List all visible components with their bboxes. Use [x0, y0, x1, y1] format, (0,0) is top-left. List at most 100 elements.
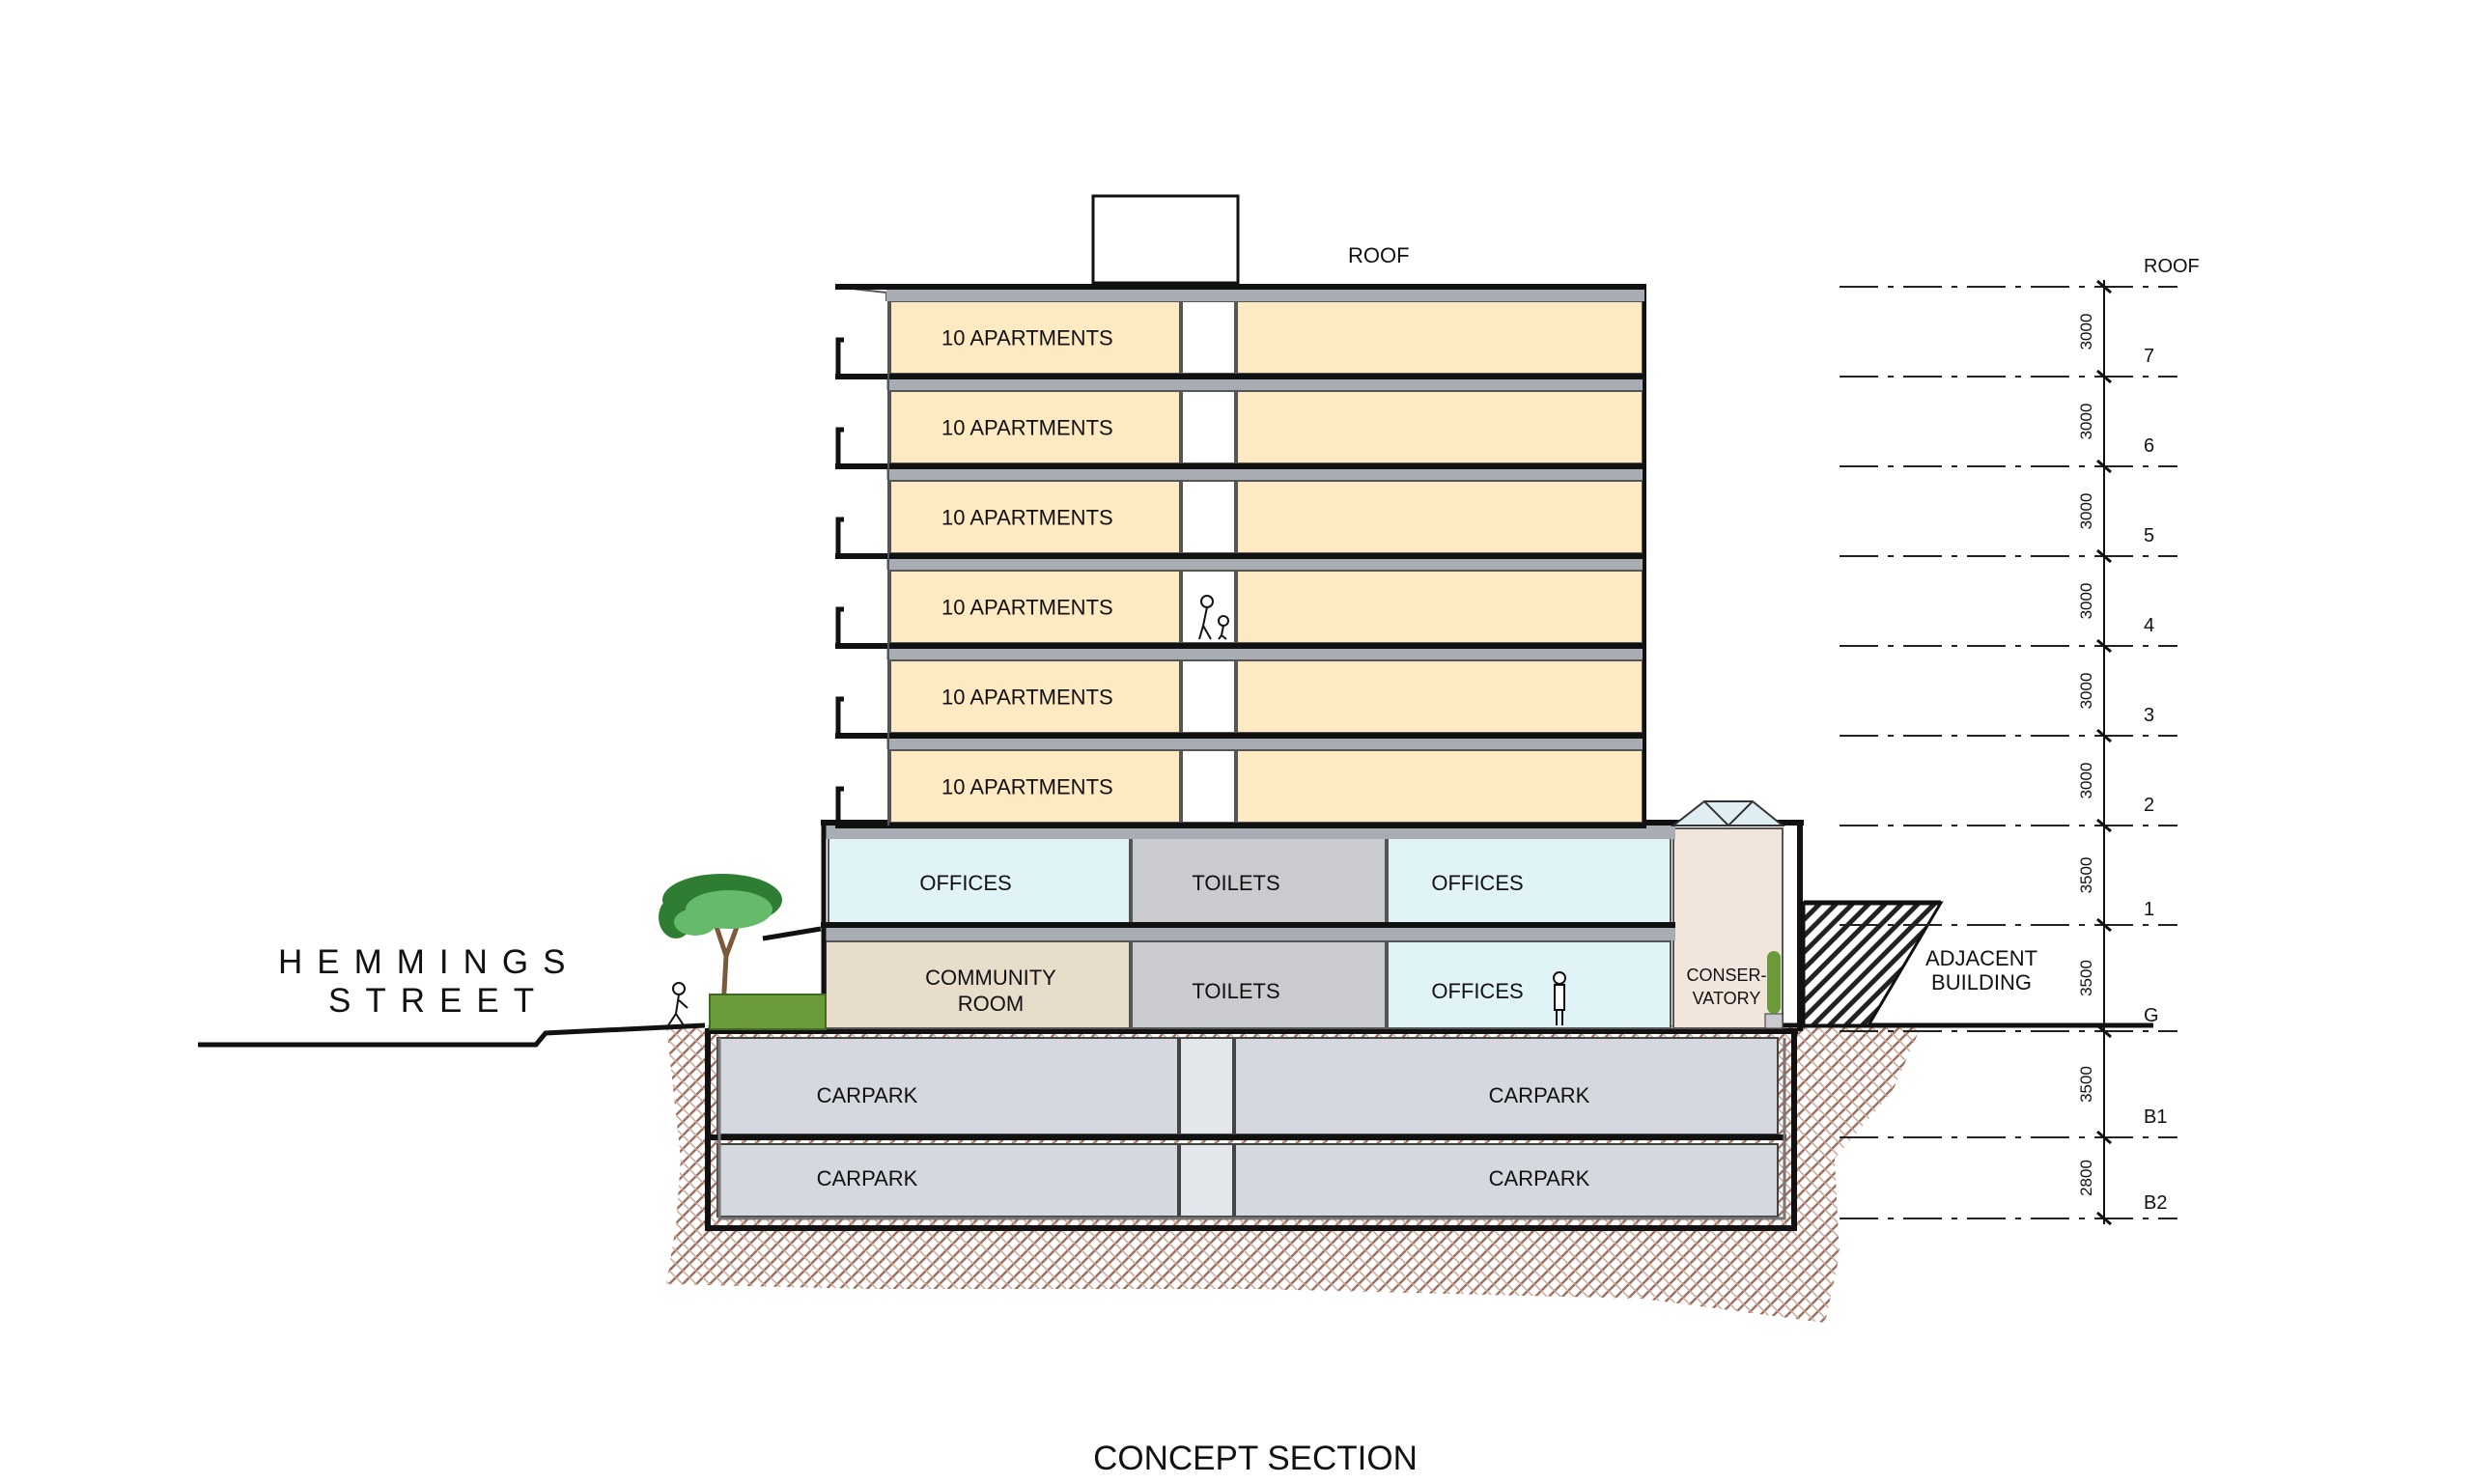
carpark-core-b2	[1179, 1143, 1234, 1218]
street-name-line1: HEMMINGS	[278, 943, 580, 981]
slab-gray	[886, 468, 1644, 480]
dimension-value: 3000	[2077, 314, 2095, 350]
apartment-unit-left	[889, 480, 1181, 554]
offices-ground	[1387, 940, 1671, 1029]
basement-wall-inner	[717, 1038, 1786, 1220]
apartment-label: 10 APARTMENTS	[941, 326, 1113, 350]
dimension-value: 3000	[2077, 673, 2095, 710]
street-tree	[659, 874, 782, 1026]
apartment-unit-left	[889, 659, 1181, 734]
conservatory-plant	[1767, 951, 1781, 1014]
office-label-g: OFFICES	[1431, 979, 1523, 1003]
apartment-unit-right	[1236, 480, 1643, 554]
apartment-unit-right	[1236, 570, 1643, 644]
carpark-b1-left	[716, 1037, 1179, 1135]
conservatory-label-line1: CONSER-	[1686, 966, 1766, 985]
adjacent-label-line1: ADJACENT	[1925, 946, 2037, 970]
apartment-unit-left	[889, 570, 1181, 644]
basement-wall	[705, 1031, 1797, 1231]
ground-line	[198, 1022, 706, 1048]
balcony-upstand	[835, 427, 844, 466]
dimension-value: 3000	[2077, 404, 2095, 440]
level-label: 7	[2144, 346, 2154, 367]
apartment-core	[1181, 659, 1236, 734]
apartment-unit-left	[889, 390, 1181, 464]
apartment-label: 10 APARTMENTS	[941, 416, 1113, 440]
slab-1-ramp	[762, 926, 822, 941]
apartment-core	[1181, 749, 1236, 824]
community-label-line2: ROOM	[958, 992, 1024, 1016]
toilets-label-g: TOILETS	[1192, 979, 1279, 1003]
slab-1-gray	[826, 925, 1675, 940]
apartment-label: 10 APARTMENTS	[941, 596, 1113, 620]
drawing-title: CONCEPT SECTION	[1093, 1440, 1418, 1477]
carpark-label-b1-right: CARPARK	[1489, 1083, 1590, 1107]
carpark-label-b1-left: CARPARK	[817, 1083, 918, 1107]
community-label-line1: COMMUNITY	[925, 966, 1056, 990]
carpark-label-b2-right: CARPARK	[1489, 1166, 1590, 1190]
office-label-1-right: OFFICES	[1431, 871, 1523, 895]
roof-plant-room	[1091, 194, 1240, 285]
level-label: 6	[2144, 435, 2154, 457]
apartment-unit-left	[889, 749, 1181, 824]
roof-label: ROOF	[1348, 243, 1410, 267]
slab-gray	[886, 738, 1644, 749]
apartment-core	[1181, 480, 1236, 554]
street-name-line2: STREET	[328, 982, 548, 1020]
conservatory-plant-pot	[1764, 1013, 1784, 1029]
level-label: 2	[2144, 795, 2154, 816]
offices-first-left	[828, 837, 1131, 926]
carpark-core-b1	[1179, 1037, 1234, 1135]
toilets-ground	[1131, 940, 1387, 1029]
apartment-unit-right	[1236, 659, 1643, 734]
dimension-value: 2800	[2077, 1160, 2095, 1196]
level-label: 1	[2144, 899, 2154, 920]
slab-gray	[886, 378, 1644, 390]
slab-gray	[886, 827, 1644, 839]
level-label: 5	[2144, 525, 2154, 546]
apartment-unit-right	[1236, 390, 1643, 464]
person-figure-office	[1553, 971, 1566, 1025]
adjacent-building	[1802, 901, 1944, 1027]
level-label: 4	[2144, 615, 2154, 636]
offices-first-right	[1387, 837, 1671, 926]
balcony-upstand	[835, 606, 844, 646]
carpark-label-b2-left: CARPARK	[817, 1166, 918, 1190]
apartment-unit-right	[1236, 749, 1643, 824]
level-label: B1	[2144, 1106, 2167, 1128]
carpark-b1-right	[1234, 1037, 1779, 1135]
office-label-1-left: OFFICES	[919, 871, 1011, 895]
conservatory-room	[1672, 827, 1784, 1029]
slab-gray	[886, 648, 1644, 659]
dimension-value: 3500	[2077, 1066, 2095, 1103]
level-label: B2	[2144, 1192, 2167, 1214]
apartment-core	[1181, 300, 1236, 375]
level-label: ROOF	[2144, 256, 2200, 277]
dimension-value: 3500	[2077, 960, 2095, 996]
level-datums: ROOF7654321GB1B2300030003000300030003000…	[1840, 256, 2200, 1226]
person-figure-street	[667, 982, 688, 1026]
conservatory-roof	[1671, 800, 1785, 826]
slab-gray	[886, 558, 1644, 570]
dimension-value: 3000	[2077, 493, 2095, 530]
level-label: G	[2144, 1005, 2159, 1026]
adjacent-label-line2: BUILDING	[1931, 970, 2032, 994]
hedge	[709, 994, 827, 1030]
apartment-tower: 10 APARTMENTS 10 APARTMENTS 10 APARTMENTS 1…	[834, 286, 1646, 839]
carpark-b2-left	[716, 1143, 1179, 1218]
person-figures-corridor	[1198, 595, 1229, 640]
community-room	[825, 940, 1131, 1029]
toilets-label-1: TOILETS	[1192, 871, 1279, 895]
apartment-label: 10 APARTMENTS	[941, 775, 1113, 799]
level-label: 3	[2144, 705, 2154, 726]
balcony-upstand	[835, 786, 844, 826]
apartment-core	[1181, 390, 1236, 464]
apartment-unit-left	[889, 300, 1181, 375]
conservatory-label-line2: VATORY	[1693, 989, 1761, 1008]
balcony-upstand	[835, 517, 844, 556]
apartment-label: 10 APARTMENTS	[941, 506, 1113, 530]
dimension-value: 3000	[2077, 763, 2095, 799]
balcony-upstand	[835, 696, 844, 736]
